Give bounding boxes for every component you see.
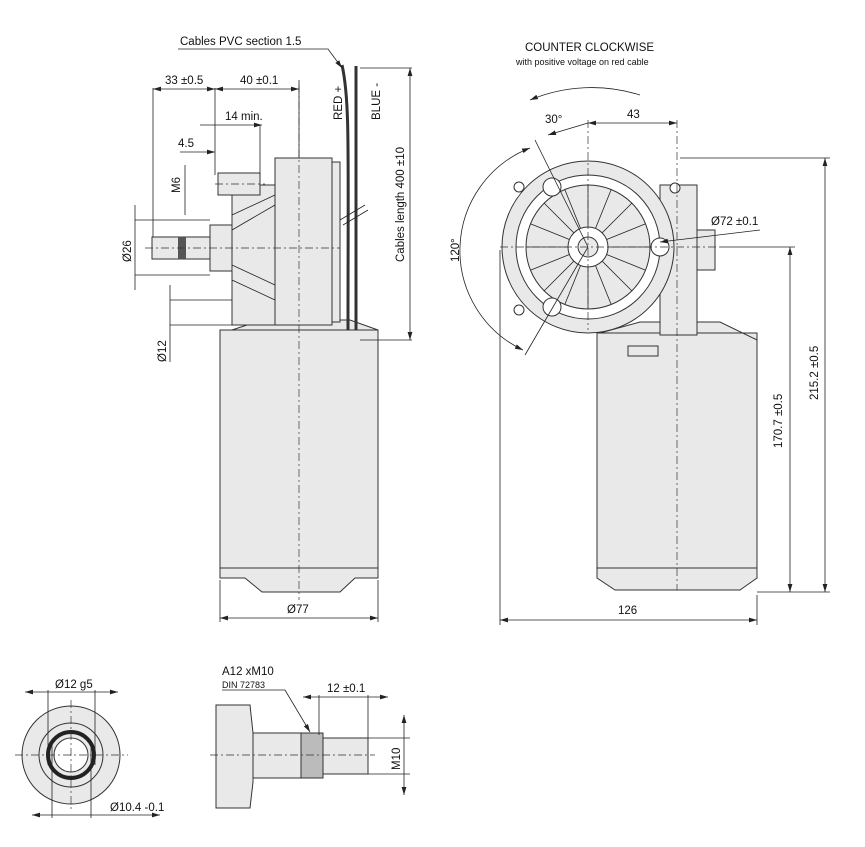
mount-hole (542, 177, 562, 197)
dia-77: Ø77 (287, 604, 309, 616)
red-cable-label: RED + (333, 86, 345, 120)
dia-12-g5: Ø12 g5 (55, 679, 93, 691)
gearbox (274, 157, 333, 326)
rotation-note: with positive voltage on red cable (515, 57, 649, 67)
spline-spec: A12 xM10 (222, 666, 274, 678)
shaft-side-view: A12 xM10 DIN 72783 12 ±0.1 M10 (210, 666, 410, 809)
shaft-end-view: Ø12 g5 Ø10.4 -0.1 (15, 679, 164, 818)
dim-12: 12 ±0.1 (327, 683, 365, 695)
mount-hole (542, 297, 562, 317)
dia-26: Ø26 (122, 240, 134, 262)
dim-4-5: 4.5 (178, 138, 194, 150)
side-view: Cables PVC section 1.5 33 ±0.5 40 ±0.1 1… (122, 36, 413, 622)
dim-43: 43 (627, 109, 640, 121)
dim-126: 126 (618, 605, 637, 617)
thread-m6: M6 (171, 177, 183, 193)
cable-length: Cables length 400 ±10 (395, 147, 407, 262)
dim-40: 40 ±0.1 (240, 75, 278, 87)
angle-120: 120° (450, 238, 462, 262)
dia-10-4: Ø10.4 -0.1 (110, 802, 164, 814)
dim-215-2: 215.2 ±0.5 (809, 346, 821, 400)
dim-33: 33 ±0.5 (165, 75, 203, 87)
dim-170-7: 170.7 ±0.5 (773, 394, 785, 448)
cables-note: Cables PVC section 1.5 (180, 36, 301, 48)
dia-72: Ø72 ±0.1 (711, 216, 758, 228)
dia-12: Ø12 (157, 340, 169, 362)
gear-fins (231, 184, 276, 326)
rotation-title: COUNTER CLOCKWISE (525, 42, 654, 54)
din-standard: DIN 72783 (222, 680, 265, 690)
thread-m10: M10 (391, 748, 403, 770)
blue-cable-label: BLUE - (371, 83, 383, 120)
front-view: COUNTER CLOCKWISE with positive voltage … (450, 42, 830, 625)
angle-30: 30° (545, 114, 562, 126)
dim-14-min: 14 min. (225, 111, 263, 123)
motor-end-cap (219, 567, 379, 593)
